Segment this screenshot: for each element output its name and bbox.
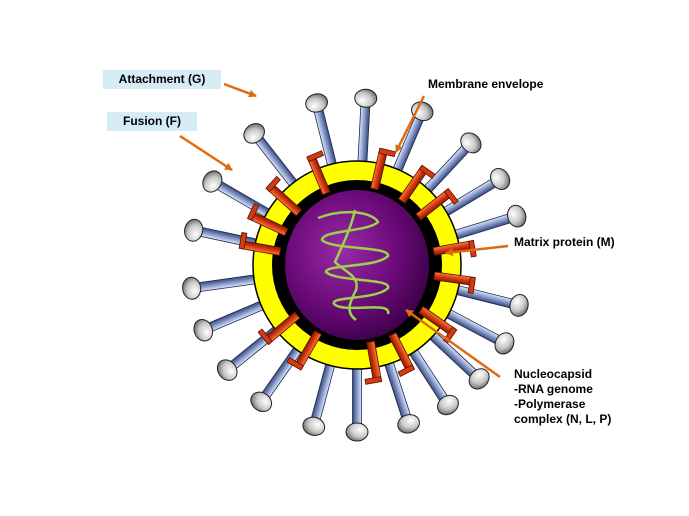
rna-genome-strand: [333, 209, 358, 322]
pointer-arrows: [179, 82, 509, 379]
nucleocapsid-line-1: Nucleocapsid: [514, 367, 593, 381]
fusion-spike-icon: [397, 164, 436, 204]
fusion-spike-icon: [265, 175, 303, 217]
rna-genome-icon: [317, 211, 390, 315]
nucleocapsid-label: Nucleocapsid -RNA genome -Polymerase com…: [514, 367, 611, 427]
fusion-proteins: [238, 147, 477, 385]
nucleocapsid-line-3: -Polymerase: [514, 397, 586, 411]
fusion-spike-icon: [257, 311, 301, 346]
matrix-arrow: [445, 244, 509, 257]
attachment-label: Attachment (G): [103, 70, 221, 89]
fusion-spike-icon: [433, 271, 476, 294]
fusion-label: Fusion (F): [107, 112, 197, 131]
fusion-arrow: [179, 134, 233, 172]
matrix-protein-label: Matrix protein (M): [514, 235, 615, 249]
attachment-arrow: [223, 82, 257, 98]
fusion-spike-icon: [286, 330, 323, 371]
fusion-spike-icon: [364, 340, 383, 385]
fusion-spike-icon: [388, 332, 416, 378]
membrane-envelope-label: Membrane envelope: [428, 77, 544, 91]
fusion-spike-icon: [238, 232, 282, 256]
fusion-spike-icon: [306, 150, 331, 196]
nucleocapsid-line-2: -RNA genome: [514, 382, 593, 396]
nucleocapsid-arrow: [405, 308, 501, 379]
nucleocapsid-line-4: complex (N, L, P): [514, 412, 612, 426]
fusion-spike-icon: [246, 203, 289, 237]
fusion-spike-icon: [370, 147, 396, 191]
fusion-spike-icon: [415, 188, 459, 221]
membrane-arrow: [394, 95, 426, 153]
